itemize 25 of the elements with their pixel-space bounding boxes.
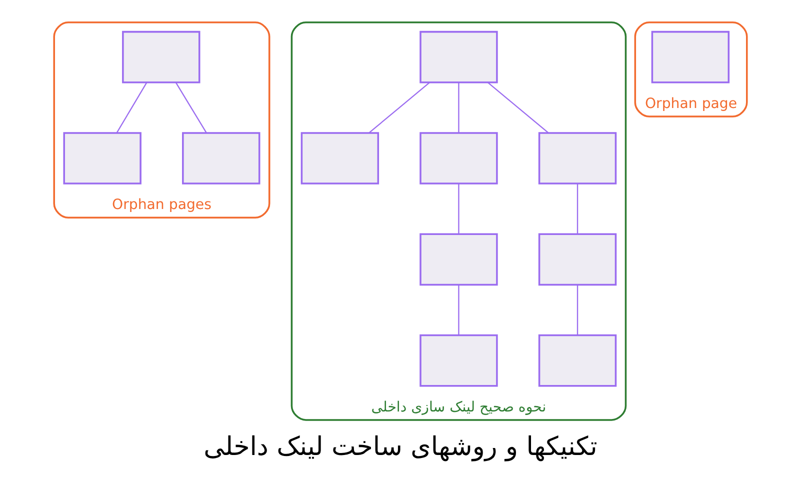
cluster: نحوه صحیح لینک سازی داخلی	[290, 22, 626, 421]
connector	[116, 82, 147, 134]
node-box	[419, 132, 498, 184]
node-box	[650, 30, 730, 84]
diagram-title: تکنیکها و روشهای ساخت لینک داخلی	[203, 432, 597, 462]
connector	[458, 82, 459, 133]
connector	[458, 285, 459, 336]
node-box	[419, 233, 498, 286]
node-box	[538, 233, 616, 286]
connector	[368, 82, 430, 134]
cluster: Orphan page	[634, 22, 748, 118]
connector	[458, 184, 459, 234]
node-box	[62, 132, 141, 184]
node-box	[300, 132, 379, 184]
node-box	[419, 30, 498, 84]
connector	[174, 82, 206, 134]
connector	[486, 82, 548, 134]
connector	[576, 184, 578, 234]
node-box	[122, 30, 200, 84]
node-box	[538, 334, 616, 387]
cluster: Orphan pages	[52, 22, 270, 219]
node-box	[182, 132, 260, 184]
connector	[576, 285, 578, 336]
node-box	[419, 334, 498, 387]
node-box	[538, 132, 616, 184]
